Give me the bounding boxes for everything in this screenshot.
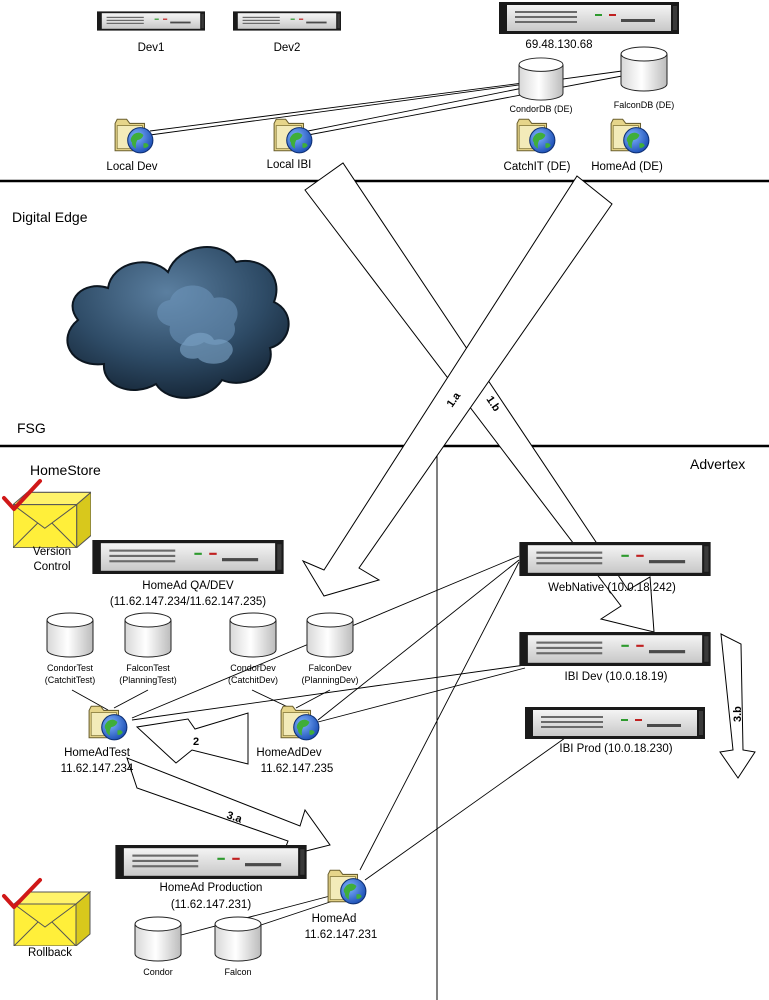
label-falcon-test-1: FalconTest <box>126 663 170 673</box>
label-rollback: Rollback <box>28 947 72 959</box>
server-webnative <box>519 542 711 576</box>
database-falcon-de-icon <box>620 46 668 92</box>
label-ibi-prod: IBI Prod (10.0.18.230) <box>559 743 672 755</box>
site-homead-de-icon <box>610 118 650 154</box>
server-homead-qa-dev <box>92 540 284 574</box>
label-falcon-dev-2: (PlanningDev) <box>301 675 358 685</box>
version-control-package-icon <box>13 491 91 548</box>
site-homead-test-icon <box>88 705 128 741</box>
label-homead-qa-dev-1: HomeAd QA/DEV <box>142 580 234 592</box>
label-local-ibi: Local IBI <box>267 159 312 171</box>
step-label-3b: 3.b <box>732 706 744 722</box>
site-local-dev-icon <box>114 118 154 154</box>
zone-fsg: FSG <box>17 420 46 436</box>
label-catchit-de: CatchIT (DE) <box>504 161 571 173</box>
label-falcon-test-2: (PlanningTest) <box>119 675 177 685</box>
cloud-icon <box>66 246 290 399</box>
label-homead-prod-2: 11.62.147.231 <box>305 929 378 941</box>
database-condor-icon <box>134 916 182 962</box>
server-homead-production <box>115 845 307 879</box>
label-ibi-dev: IBI Dev (10.0.18.19) <box>565 671 668 683</box>
database-condor-de-icon <box>518 57 564 101</box>
label-homead-dev-2: 11.62.147.235 <box>261 763 334 775</box>
label-dev2: Dev2 <box>274 42 301 54</box>
label-dev1: Dev1 <box>138 42 165 54</box>
site-homead-prod-icon <box>327 869 367 905</box>
site-homead-dev-icon <box>280 705 320 741</box>
label-local-dev: Local Dev <box>106 161 157 173</box>
label-homead-production-2: (11.62.147.231) <box>171 899 252 911</box>
label-falcon: Falcon <box>224 967 251 977</box>
zone-homestore: HomeStore <box>30 462 101 478</box>
server-ibi-prod <box>525 707 705 739</box>
site-catchit-de-icon <box>516 118 556 154</box>
arrow-2 <box>135 712 249 765</box>
server-dev2 <box>233 11 341 31</box>
label-condor-test-2: (CatchitTest) <box>45 675 96 685</box>
database-falcon-icon <box>214 916 262 962</box>
label-condor-dev-2: (CatchitDev) <box>228 675 278 685</box>
label-homead-dev-1: HomeAdDev <box>256 747 321 759</box>
label-falcon-dev-1: FalconDev <box>308 663 352 673</box>
label-webnative: WebNative (10.0.18.242) <box>548 582 676 594</box>
server-ibi-dev <box>519 632 711 666</box>
site-local-ibi-icon <box>273 118 313 154</box>
label-falcon-de: FalconDB (DE) <box>614 100 675 110</box>
label-homead-prod-1: HomeAd <box>312 913 357 925</box>
step-label-3a: 3.a <box>225 809 244 825</box>
label-condor-test-1: CondorTest <box>47 663 94 673</box>
rollback-package-icon <box>13 891 91 946</box>
label-homead-production-1: HomeAd Production <box>160 882 263 894</box>
label-homead-qa-dev-2: (11.62.147.234/11.62.147.235) <box>110 596 266 608</box>
database-condor-test-icon <box>46 612 94 658</box>
label-version-control-2: Control <box>33 561 70 573</box>
label-de-server: 69.48.130.68 <box>525 39 592 51</box>
zone-digital-edge: Digital Edge <box>12 209 88 225</box>
server-de <box>499 2 679 34</box>
database-falcon-test-icon <box>124 612 172 658</box>
arrow-1a <box>301 175 613 597</box>
label-condor-de: CondorDB (DE) <box>509 104 572 114</box>
label-homead-de: HomeAd (DE) <box>591 161 663 173</box>
checkmark-icon <box>2 479 42 511</box>
server-dev1 <box>97 11 205 31</box>
label-homead-test-2: 11.62.147.234 <box>61 763 134 775</box>
zone-advertex: Advertex <box>690 456 745 472</box>
arrow-3b <box>719 633 756 779</box>
database-condor-dev-icon <box>229 612 277 658</box>
label-condor: Condor <box>143 967 173 977</box>
arrow-1b <box>304 162 655 633</box>
label-condor-dev-1: CondorDev <box>230 663 276 673</box>
label-version-control-1: Version <box>33 546 71 558</box>
flow-arrows <box>126 162 756 858</box>
label-homead-test-1: HomeAdTest <box>64 747 131 759</box>
checkmark-icon <box>2 878 42 909</box>
database-falcon-dev-icon <box>306 612 354 658</box>
step-label-2: 2 <box>193 736 199 748</box>
